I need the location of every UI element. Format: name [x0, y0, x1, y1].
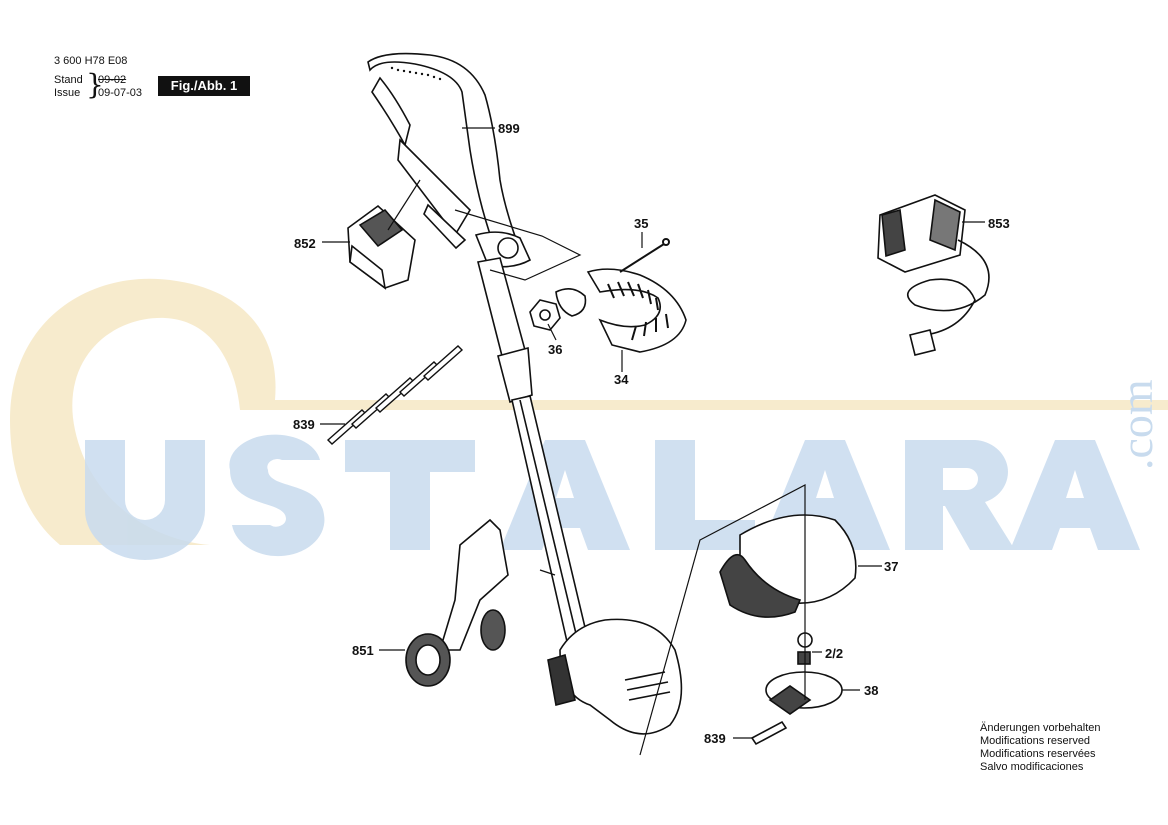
guard-37: [719, 514, 857, 618]
leader-lines: [320, 127, 985, 756]
document-number: 3 600 H78 E08: [54, 55, 128, 67]
callout-852: 852: [294, 236, 316, 251]
auxiliary-handle-34: [555, 268, 687, 353]
notice-line-de: Änderungen vorbehalten: [980, 722, 1101, 734]
brace-symbol: }: [86, 68, 104, 101]
callout-35: 35: [634, 216, 649, 231]
notice-line-es: Salvo modificaciones: [980, 761, 1084, 773]
wheel-attachment-851: [405, 518, 509, 687]
callout-36: 36: [548, 342, 563, 357]
battery-pack-852: [347, 204, 416, 290]
callout-38: 38: [864, 683, 879, 698]
callout-851: 851: [352, 643, 374, 658]
motor-housing: [547, 618, 683, 735]
callout-853: 853: [988, 216, 1010, 231]
callout-2-2: 2/2: [825, 646, 844, 661]
stand-date: 09-02: [98, 74, 127, 86]
watermark-letters: [85, 434, 1140, 560]
charger-853: [877, 194, 990, 356]
callout-839-blades: 839: [293, 417, 315, 432]
figure-tag: Fig./Abb. 1: [158, 76, 250, 96]
callout-37: 37: [884, 559, 899, 574]
notice-line-fr: Modifications reservées: [980, 748, 1096, 760]
callout-839-single: 839: [704, 731, 726, 746]
notice-line-en: Modifications reserved: [980, 735, 1091, 747]
issue-date: 09-07-03: [98, 87, 143, 99]
callout-899: 899: [498, 121, 520, 136]
nut-36: [529, 299, 561, 331]
issue-label: Issue: [54, 87, 81, 99]
watermark-suffix: .com: [1111, 379, 1162, 470]
callout-34: 34: [614, 372, 629, 387]
bolt-35: [619, 238, 670, 273]
modifications-notice: Änderungen vorbehalten Modifications res…: [980, 722, 1100, 774]
spool-38: [750, 632, 843, 746]
cutter-blades-839: [326, 345, 464, 445]
stand-label: Stand: [54, 74, 83, 86]
trimmer-handle-899: [367, 52, 532, 268]
